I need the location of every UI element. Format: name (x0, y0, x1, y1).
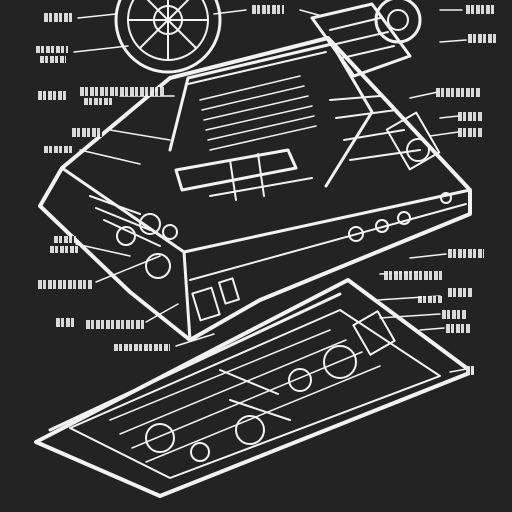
callout-label (114, 344, 170, 351)
callout-label (40, 56, 66, 63)
callout-label (458, 112, 482, 121)
callout-label (50, 246, 80, 253)
callout-label (442, 310, 466, 319)
callout-label (384, 271, 444, 280)
callout-label (418, 296, 442, 303)
callout-label (36, 46, 68, 53)
leader-lines (73, 9, 473, 373)
callout-label (44, 13, 72, 22)
callout-label (458, 128, 482, 137)
round-speaker-part (114, 0, 222, 74)
callout-label (448, 288, 472, 297)
console-main-body (38, 36, 472, 342)
callout-label (468, 34, 496, 43)
callout-label (84, 98, 114, 105)
callout-label (466, 366, 476, 375)
callout-label (86, 320, 144, 329)
console-base-part (34, 278, 474, 498)
callout-label (466, 5, 494, 14)
callout-label (56, 318, 76, 327)
top-right-module (310, 0, 422, 78)
callout-label (436, 88, 480, 97)
callout-label (44, 146, 74, 153)
callout-label (448, 249, 484, 258)
callout-label (38, 280, 92, 289)
callout-label (38, 91, 66, 100)
callout-label (446, 324, 470, 333)
callout-label (72, 128, 102, 137)
callout-label (80, 87, 164, 96)
callout-label (252, 5, 284, 14)
callout-label (54, 236, 76, 243)
